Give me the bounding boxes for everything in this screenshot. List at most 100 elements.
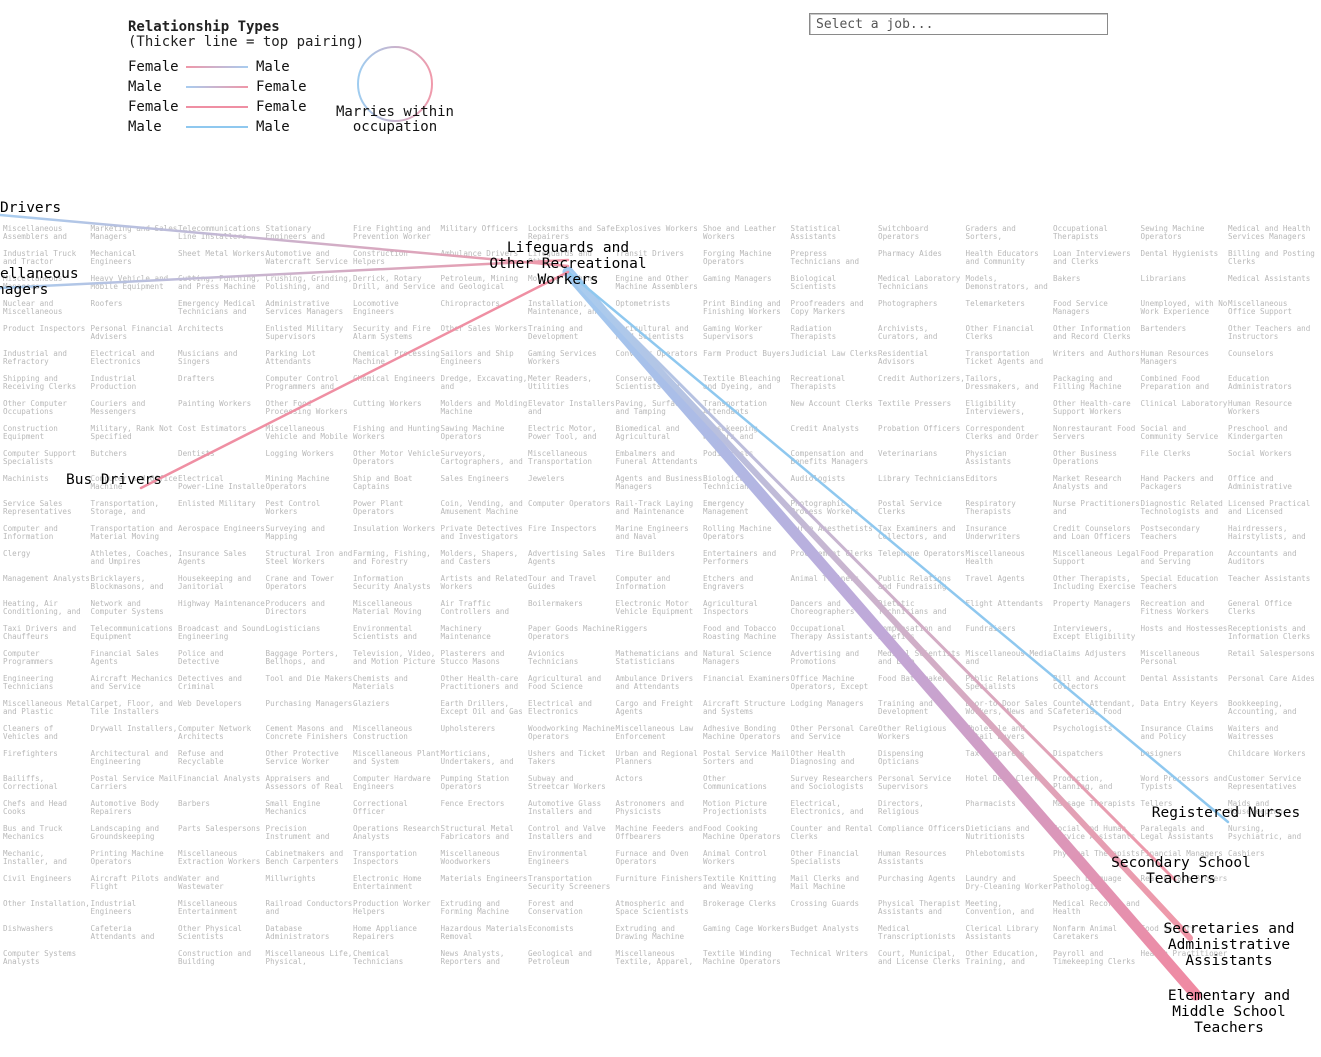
job-label[interactable]: Other Therapists,Including Exercise [1053, 574, 1136, 591]
job-label[interactable]: Explosives Workers [616, 224, 698, 233]
job-label[interactable]: Sheet Metal Workers [178, 249, 265, 258]
job-label[interactable]: Web Developers [178, 699, 242, 708]
job-label[interactable]: Parts Salespersons [178, 824, 260, 833]
job-label[interactable]: Other Installation, [3, 899, 90, 908]
job-label[interactable]: Economists [528, 924, 574, 933]
job-label[interactable]: Financial Managers [1141, 849, 1223, 858]
job-label[interactable]: Personal Care Aides [1228, 674, 1315, 683]
job-label[interactable]: Probation Officers [878, 424, 960, 433]
job-label[interactable]: Medical Assistants [1228, 274, 1310, 283]
job-label[interactable]: Lodging Managers [791, 699, 864, 708]
job-label[interactable]: Judicial Law Clerks [791, 349, 878, 358]
job-label[interactable]: Tax Preparers [966, 749, 1025, 758]
job-label[interactable]: Psychologists [1053, 724, 1112, 733]
job-label[interactable]: Property Managers [1053, 599, 1131, 608]
job-label[interactable]: Painting Workers [178, 399, 251, 408]
job-label[interactable]: Purchasing Agents [878, 874, 956, 883]
job-label[interactable]: Food Servers [1141, 924, 1196, 933]
job-label[interactable]: Chemical Engineers [353, 374, 435, 383]
job-label[interactable]: Barbers [178, 799, 210, 808]
job-label[interactable]: Earth Drillers,Except Oil and Gas [441, 699, 523, 716]
job-label[interactable]: Physical Therapists [1053, 849, 1140, 858]
job-label[interactable]: Pharmacy Aides [878, 249, 942, 258]
job-label[interactable]: Dispatchers [1053, 749, 1103, 758]
job-label[interactable]: Library Technicians [878, 474, 965, 483]
job-label[interactable]: Credit Authorizers, [878, 374, 965, 383]
job-label[interactable]: File Clerks [1141, 449, 1191, 458]
job-label[interactable]: Drafters [178, 374, 215, 383]
job-label[interactable]: Bakers [1053, 274, 1080, 283]
